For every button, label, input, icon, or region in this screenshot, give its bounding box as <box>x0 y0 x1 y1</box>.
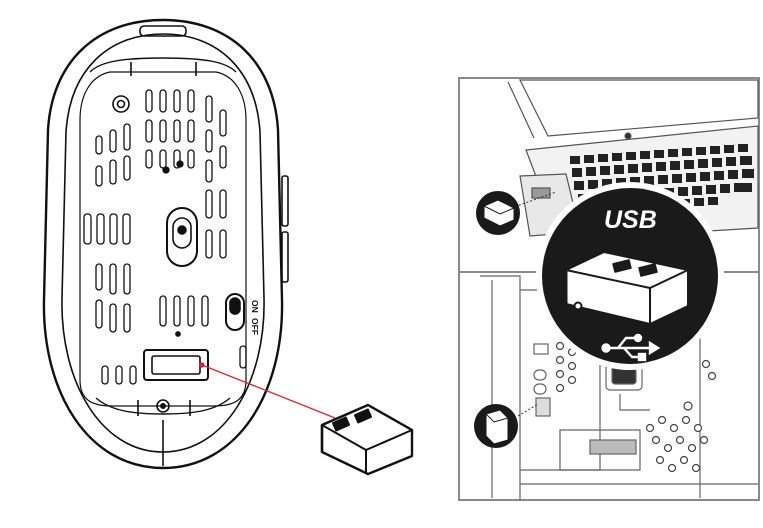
power-switch-knob <box>229 297 241 315</box>
power-switch-off-label: OFF <box>250 318 260 335</box>
tower-vent-holes <box>555 341 717 473</box>
tower-port <box>533 369 547 381</box>
vent-slots-right <box>159 95 247 369</box>
usb-callout-label: USB <box>604 206 657 234</box>
laptop-receiver-badge <box>476 191 557 235</box>
usb-receiver-icon <box>482 199 516 227</box>
mouse-bottom-screw-core <box>160 402 167 409</box>
usb-symbol-icon <box>601 333 661 362</box>
connector-dot <box>199 362 205 368</box>
receiver-storage-slot <box>143 349 209 381</box>
power-switch-on-label: ON <box>250 300 260 313</box>
vent-slots-top <box>145 89 195 174</box>
tower-usb-ports <box>535 397 551 417</box>
usb-receiver-icon <box>485 409 509 445</box>
mouse-outer-shell <box>42 18 284 470</box>
mouse-inner-shell <box>61 33 265 453</box>
optical-sensor-housing <box>166 207 198 267</box>
mouse-bottom-view <box>42 18 289 470</box>
usb-receiver-icon <box>320 403 414 476</box>
receiver-connector-line <box>199 362 336 419</box>
power-switch-track <box>225 293 245 331</box>
mouse-bottom-foot <box>95 397 231 415</box>
usb-receiver-icon <box>564 251 689 325</box>
mouse-top-screw-core <box>116 99 126 109</box>
usb-callout-badge: USB <box>536 182 724 370</box>
mouse-side-button <box>281 231 289 283</box>
vent-slots-left <box>83 123 137 385</box>
tower-port <box>533 343 549 355</box>
mouse-top-notch <box>139 25 187 37</box>
receiver-storage-slot-inner <box>151 355 201 375</box>
tower-port <box>533 383 547 395</box>
tower-receiver-badge <box>474 403 539 448</box>
mouse-base-panel <box>79 71 247 407</box>
mouse-side-button <box>281 175 289 227</box>
mouse-top-foot <box>89 57 237 73</box>
optical-sensor-lens <box>177 225 187 235</box>
optical-sensor-window <box>172 217 192 249</box>
mouse-bottom-screw <box>156 399 170 413</box>
desktop-tower-illustration <box>480 275 758 500</box>
mouse-top-screw <box>112 95 130 113</box>
